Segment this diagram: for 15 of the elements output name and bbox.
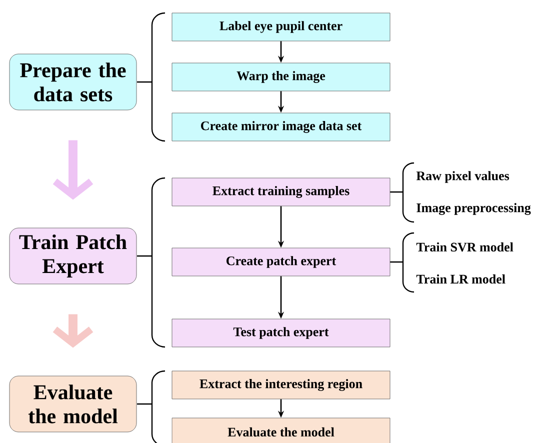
stage-box: Train Patch Expert [9,228,137,284]
stage-box: Prepare the data sets [9,54,137,110]
sub-item: Train LR model [416,274,506,284]
step-box: Create patch expert [172,248,390,276]
step-box: Test patch expert [172,318,390,348]
step-box: Evaluate the model [172,418,390,443]
sub-item: Raw pixel values [416,171,510,183]
step-box: Extract training samples [172,178,390,206]
sub-item: Image preprocessing [416,203,531,215]
step-box: Warp the image [172,62,390,92]
step-box: Create mirror image data set [172,112,390,142]
sub-item: Train SVR model [416,242,514,252]
step-box: Extract the interesting region [172,370,390,400]
step-box: Label eye pupil center [172,12,390,42]
stage-box: Evaluate the model [9,376,137,432]
